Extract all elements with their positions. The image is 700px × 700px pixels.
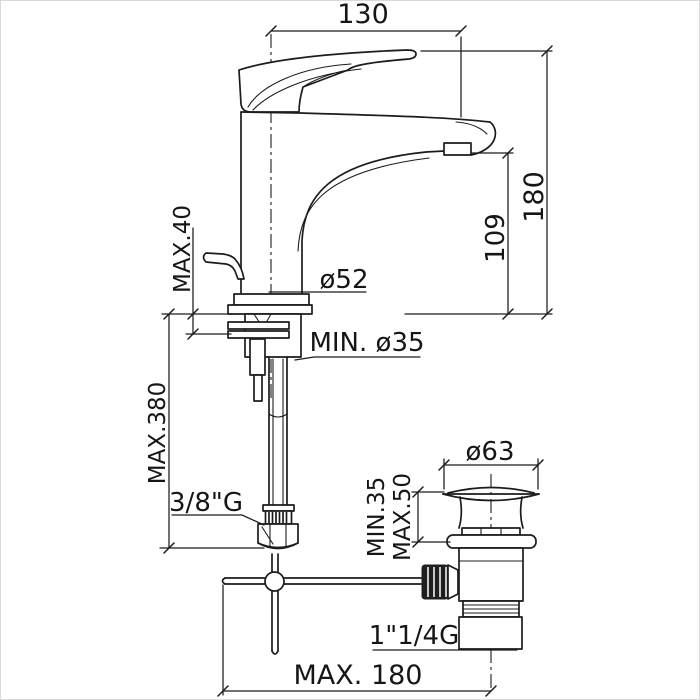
label-min-hole-diameter: MIN. ø35 (309, 328, 424, 358)
label-drain-cap-diameter: ø63 (466, 437, 515, 467)
faucet-spout-body (240, 111, 497, 295)
faucet-handle (238, 49, 417, 113)
leader-min-hole (294, 356, 421, 361)
label-drain-max-deck: MAX.50 (390, 473, 416, 561)
spout-aerator (443, 142, 472, 156)
popup-rod-vertical (271, 553, 279, 655)
drain-knurl-fitting (421, 564, 459, 600)
spout-inner-curve (297, 157, 430, 252)
label-base-diameter: ø52 (320, 265, 369, 295)
drain-thread (462, 600, 520, 618)
leader-supply-thread (171, 514, 265, 526)
label-spout-outlet-height: 109 (481, 213, 511, 263)
label-spout-reach: 130 (337, 1, 389, 30)
pull-rod (249, 338, 266, 402)
dim-max-deck-40 (161, 227, 234, 340)
dim-spout-height-109 (404, 147, 553, 320)
drain-flange (446, 534, 537, 549)
supply-hose (268, 356, 288, 509)
hose-nut (257, 504, 299, 550)
drain-assembly (421, 486, 540, 650)
drain-tailpiece (458, 616, 523, 650)
drain-cap (442, 486, 540, 502)
drain-body (458, 547, 524, 602)
dim-max-hose-380 (159, 308, 265, 554)
dim-max-rod-180 (217, 584, 497, 697)
label-max-rod-reach: MAX. 180 (294, 660, 423, 691)
dim-drain-deck-35-50 (411, 486, 451, 548)
base-flange (227, 293, 313, 315)
label-max-deck-thickness: MAX.40 (170, 205, 196, 293)
label-drain-min-deck: MIN.35 (364, 477, 390, 557)
label-overall-height: 180 (519, 171, 550, 223)
label-max-hose-length: MAX.380 (145, 382, 171, 485)
dim-drain-cap-63 (438, 458, 544, 490)
label-drain-thread: 1"1/4G (369, 621, 460, 651)
dim-spout-reach-130 (265, 25, 467, 118)
ball-joint (264, 571, 285, 592)
pullrod-knob (202, 252, 245, 280)
label-supply-thread: 3/8"G (169, 488, 243, 518)
popup-rod-horizontal (221, 577, 424, 585)
